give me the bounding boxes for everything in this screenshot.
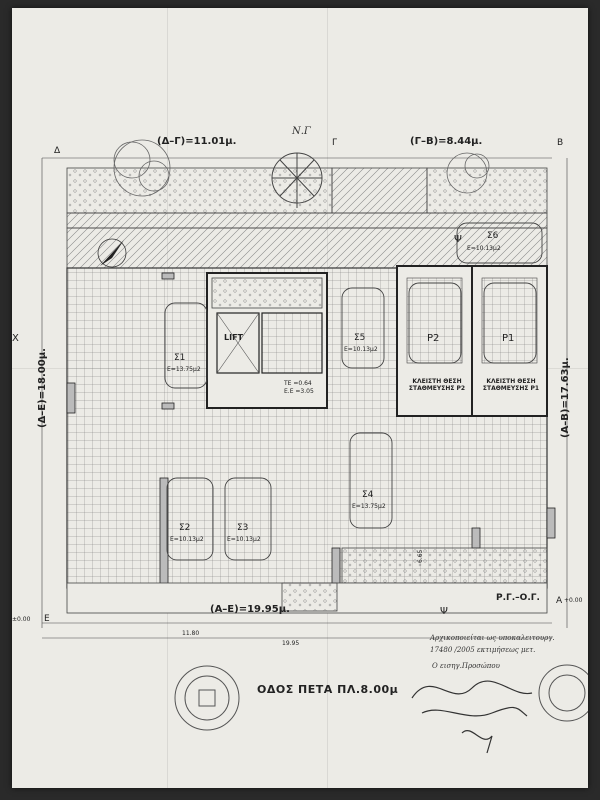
- walkway: [66, 212, 548, 229]
- parking-label: Ρ1: [502, 333, 515, 344]
- street-label: ΟΔΟΣ ΠΕΤΑ ΠΛ.8.00μ: [257, 683, 399, 696]
- parking-label: Σ6: [487, 231, 499, 241]
- parking-label: Σ2: [179, 523, 191, 533]
- dimension-label: (Γ–Β)=8.44μ.: [410, 136, 483, 147]
- dimension-label: 19.95: [282, 640, 300, 647]
- level-label: ±0.00: [12, 616, 31, 623]
- signature: [461, 730, 493, 754]
- parking-area: Ε=13.75μ2: [352, 503, 386, 510]
- side-marker-x: Χ: [12, 333, 19, 344]
- rg-og-label: Ρ.Γ.–Ο.Γ.: [496, 593, 540, 603]
- level-label: +0.00: [564, 597, 583, 604]
- parking-area: Ε=10.13μ2: [170, 536, 204, 543]
- room-label: Ε.Ε =3.05: [284, 388, 314, 395]
- dimension-lines: [41, 157, 568, 639]
- side-marker-psi: Ψ: [440, 606, 448, 617]
- dimension-label: 6.65: [417, 549, 424, 563]
- planter: [211, 277, 323, 309]
- paved-strip: [331, 167, 428, 214]
- handwritten-note: Ο εισηγ.Προσώπου: [432, 662, 500, 670]
- side-marker-psi: Ψ: [454, 234, 462, 245]
- garden-strip-bottom: [341, 547, 548, 584]
- driveway: [66, 227, 548, 269]
- floor-plan-drawing: [41, 139, 588, 754]
- handwritten-note: 17480 /2005 εκτιμήσεως μετ.: [430, 646, 536, 654]
- dimension-label: (Δ–Ε)=18.00μ.: [37, 348, 48, 428]
- corner-label-g: Γ: [332, 138, 338, 148]
- parking-label: Ρ2: [427, 333, 440, 344]
- parking-label: Σ1: [174, 353, 186, 363]
- tree-icon: [113, 139, 171, 197]
- corner-label-b: Β: [557, 138, 564, 148]
- signature: [421, 706, 528, 717]
- parking-area: Ε=10.13μ2: [344, 346, 378, 353]
- parking-label: Σ3: [237, 523, 249, 533]
- car-icon: [164, 222, 543, 561]
- north-arrow-icon: [97, 238, 127, 268]
- dimension-label: (Α–Β)=17.63μ.: [560, 357, 571, 438]
- dimension-label: 11.80: [182, 630, 200, 637]
- dimension-label: (Δ–Γ)=11.01μ.: [157, 136, 237, 147]
- handwritten-note: Ν.Γ: [292, 126, 311, 137]
- room-label: ΤΕ =0.64: [284, 380, 312, 387]
- parking-label: Σ5: [354, 333, 366, 343]
- blueprint-sheet: Δ (Δ–Γ)=11.01μ. Ν.Γ Γ (Γ–Β)=8.44μ. Β (Δ–…: [12, 8, 588, 788]
- parking-label: Σ4: [362, 490, 374, 500]
- parking-area: Ε=13.75μ2: [167, 366, 201, 373]
- dimension-label: (Α–Ε)=19.95μ.: [210, 604, 290, 615]
- tree-icon: [271, 152, 323, 208]
- tree-icon: [446, 152, 490, 194]
- garden-strip-left: [66, 167, 333, 214]
- engineer-stamp-icon: [538, 664, 588, 722]
- lift-label: LIFT: [224, 333, 243, 342]
- parking-area: Ε=10.13μ2: [467, 245, 501, 252]
- handwritten-note: Αρχικοποιείται ως υποκαλειτουργ.: [430, 634, 555, 642]
- staircase: [261, 312, 323, 374]
- corner-label-e: Ε: [44, 614, 50, 624]
- municipal-stamp-icon: [174, 665, 240, 731]
- corner-label-a: Α: [556, 596, 563, 606]
- signature: [411, 680, 533, 699]
- parking-area: Ε=10.13μ2: [227, 536, 261, 543]
- corner-label-d: Δ: [54, 146, 61, 156]
